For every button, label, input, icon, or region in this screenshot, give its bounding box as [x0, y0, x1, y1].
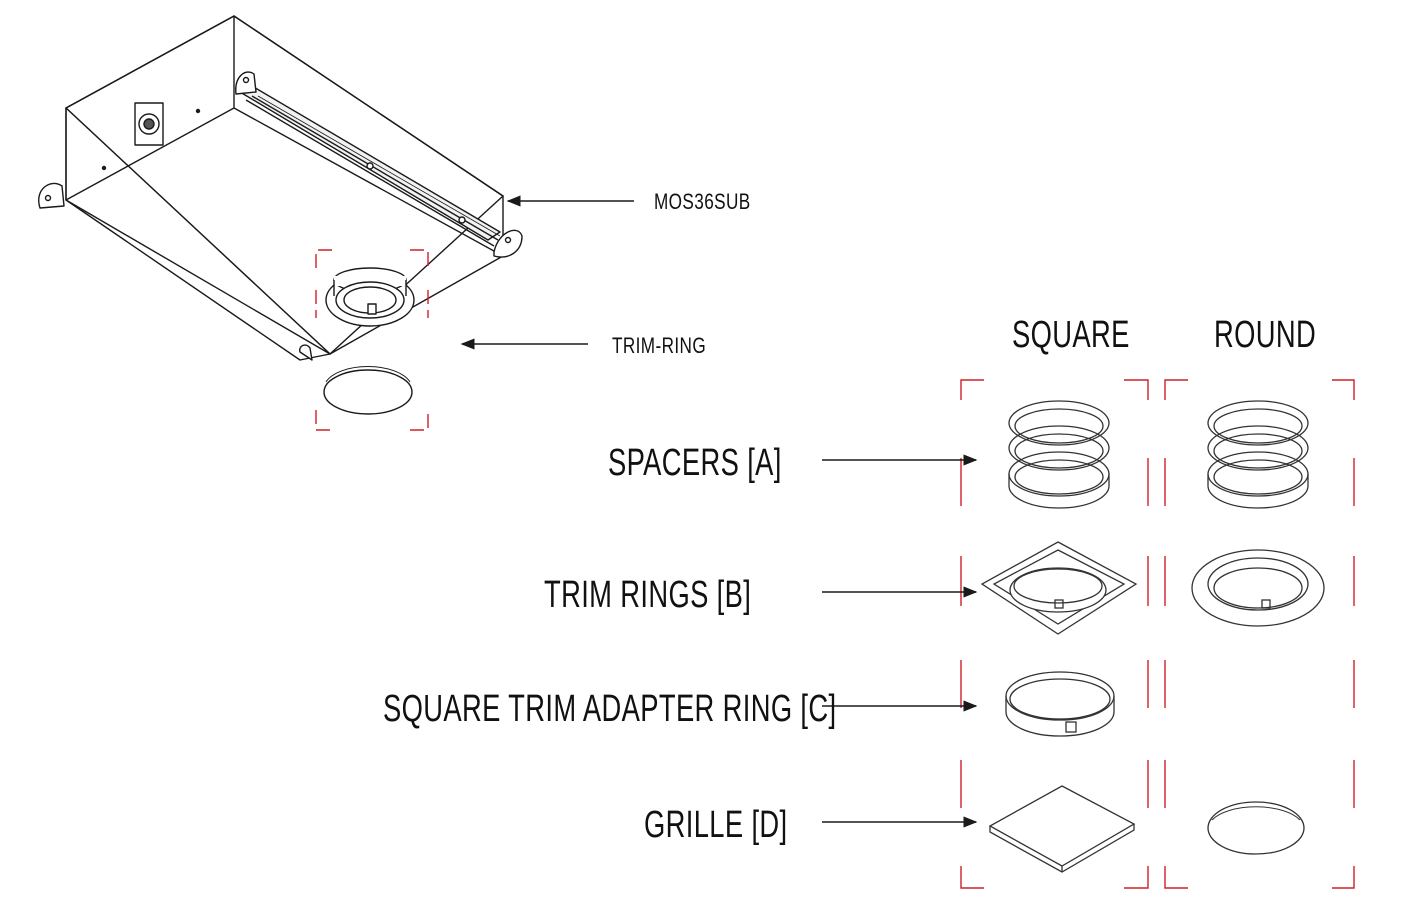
round-column-heading: ROUND: [1214, 314, 1317, 356]
spacers-label: SPACERS [A]: [608, 442, 782, 484]
square-spacers-part: [1008, 400, 1110, 509]
round-spacers-part: [1207, 400, 1309, 509]
trim-ring-bracket: [315, 249, 429, 431]
trim-ring-label: TRIM-RING: [612, 333, 707, 358]
trim-rings-label: TRIM RINGS [B]: [544, 574, 752, 616]
square-grille-part: [988, 785, 1136, 873]
subwoofer-enclosure: [38, 15, 523, 415]
round-column-brackets: [1164, 379, 1355, 889]
grille-label: GRILLE [D]: [644, 804, 788, 846]
square-trim-ring-part: [980, 541, 1138, 635]
adapter-ring-part: [1005, 671, 1115, 737]
round-trim-ring-part: [1191, 549, 1325, 627]
square-column-heading: SQUARE: [1012, 314, 1130, 356]
round-grille-part: [1207, 801, 1305, 855]
unit-label: MOS36SUB: [654, 189, 751, 214]
square-column-brackets: [960, 379, 1149, 889]
adapter-ring-label: SQUARE TRIM ADAPTER RING [C]: [383, 688, 837, 730]
